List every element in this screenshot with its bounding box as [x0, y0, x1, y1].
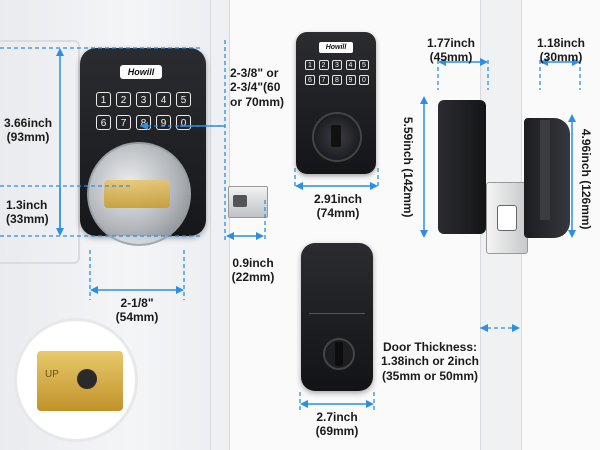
key-button: 4 [156, 92, 171, 107]
mini-key: 2 [318, 60, 329, 70]
dim-height-mm: (93mm) [6, 130, 50, 145]
interior-thumbturn-unit [301, 243, 373, 391]
arrowhead [480, 324, 488, 332]
mini-key: 0 [359, 75, 369, 85]
brand-logo: Howill [120, 65, 162, 79]
key-button: 6 [96, 115, 111, 130]
dim-hole-diameter-inch: 2-1/8" [120, 296, 154, 310]
arrowhead [438, 58, 446, 66]
arrowhead [568, 230, 576, 238]
dim-door-thickness-mm: (35mm or 50mm) [381, 368, 479, 383]
arrowhead [226, 232, 234, 240]
dim-back-width-label: 2.7inch (69mm) [306, 410, 368, 439]
front-view-keypad: Howill 1 2 3 4 5 6 7 8 9 0 [296, 32, 376, 174]
dim-bolt-throw-label: 0.9inch (22mm) [226, 256, 280, 285]
brand-logo-small: Howill [319, 42, 353, 53]
dim-inner-depth-label: 1.77inch (45mm) [418, 36, 484, 65]
dim-inner-depth-inch: 1.77inch [426, 36, 476, 50]
bolt-hole [497, 205, 517, 231]
dim-backset-line3: or 70mm) [230, 94, 285, 109]
dim-outer-depth-label: 1.18inch (30mm) [530, 36, 592, 65]
dim-front-width-inch: 2.91inch [313, 192, 363, 206]
mini-key: 4 [345, 60, 356, 70]
dim-height-label: 3.66inch (93mm) [4, 116, 52, 145]
mini-keypad-keys: 1 2 3 4 5 6 7 8 9 0 [305, 60, 370, 85]
dim-door-thickness-inch: 1.38inch or 2inch [380, 354, 480, 369]
key-button: 0 [176, 115, 191, 130]
keypad-keys: 1 2 3 4 5 6 7 8 9 0 [96, 92, 192, 130]
latch-plate [104, 180, 170, 208]
side-view-plate [540, 120, 550, 220]
arrowhead [540, 58, 548, 66]
dim-height-inch: 3.66inch [4, 116, 53, 130]
dim-bolt-throw-inch: 0.9inch [232, 256, 274, 270]
arrowhead [56, 48, 64, 56]
arrowhead [572, 58, 580, 66]
mini-key: 9 [345, 75, 356, 85]
key-button: 2 [116, 92, 131, 107]
mini-key: 3 [332, 60, 342, 70]
side-view-interior [438, 100, 486, 234]
key-button: 8 [136, 115, 151, 130]
arrowhead [568, 114, 576, 122]
deadbolt-latch [228, 186, 268, 218]
arrowhead [176, 286, 184, 294]
inset-keyhole-icon [77, 369, 97, 389]
arrowhead [420, 96, 428, 104]
side-view-bolt [486, 182, 528, 254]
cover-seam [309, 313, 365, 314]
mini-key: 5 [359, 60, 369, 70]
dim-latch-offset-inch: 1.3inch [6, 198, 48, 212]
key-button: 3 [136, 92, 151, 107]
arrowhead [370, 182, 378, 190]
dim-front-height-label: 5.59inch (142mm) [401, 116, 416, 218]
dim-inner-depth-mm: (45mm) [429, 50, 473, 65]
inset-up-label: UP [45, 369, 59, 380]
arrowhead [140, 122, 148, 130]
dim-backset-label: 2-3/8" or 2-3/4"(60 or 70mm) [230, 66, 284, 109]
arrowhead [300, 400, 308, 408]
dim-outer-depth-mm: (30mm) [539, 50, 583, 65]
dim-door-thickness-title: Door Thickness: [382, 340, 478, 354]
dim-front-width-mm: (74mm) [316, 206, 360, 221]
dim-hole-diameter-label: 2-1/8" (54mm) [104, 296, 170, 325]
arrowhead [295, 182, 303, 190]
key-button: 7 [116, 115, 131, 130]
dim-front-width-label: 2.91inch (74mm) [300, 192, 376, 221]
key-button: 9 [156, 115, 171, 130]
latch-detail-inset: UP [14, 318, 138, 442]
arrowhead [366, 400, 374, 408]
arrowhead [420, 230, 428, 238]
key-cylinder [312, 112, 362, 162]
arrowhead [90, 286, 98, 294]
dim-bolt-throw-mm: (22mm) [231, 270, 275, 285]
door-frame-molding [0, 40, 80, 264]
dim-back-width-inch: 2.7inch [316, 410, 358, 424]
dim-side-height-label: 4.96inch (126mm) [579, 128, 594, 230]
dim-backset-line2: 2-3/4"(60 [230, 80, 281, 95]
dim-outer-depth-inch: 1.18inch [536, 36, 586, 50]
dim-backset-line1: 2-3/8" or [230, 66, 279, 80]
mini-key: 6 [305, 75, 315, 85]
dim-latch-offset-label: 1.3inch (33mm) [6, 198, 49, 227]
key-button: 1 [96, 92, 111, 107]
mini-key: 8 [332, 75, 342, 85]
dim-latch-offset-mm: (33mm) [6, 212, 49, 227]
mini-key: 7 [318, 75, 329, 85]
arrowhead [256, 232, 264, 240]
thumbturn [323, 338, 355, 370]
mini-key: 1 [305, 60, 315, 70]
key-button: 5 [176, 92, 191, 107]
arrowhead [512, 324, 520, 332]
dim-back-width-mm: (69mm) [315, 424, 359, 439]
arrowhead [56, 228, 64, 236]
dim-hole-diameter-mm: (54mm) [115, 310, 159, 325]
bolt-slot [233, 195, 247, 207]
dim-door-thickness-label: Door Thickness: 1.38inch or 2inch (35mm … [376, 340, 484, 383]
arrowhead [480, 58, 488, 66]
